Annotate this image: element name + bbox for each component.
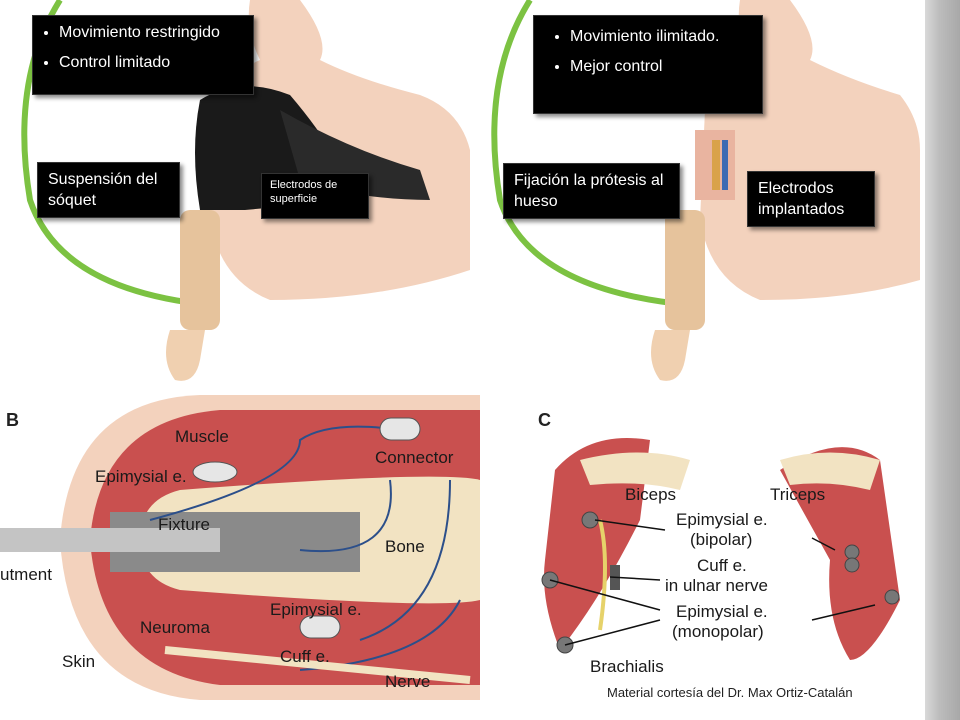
- implant-wire-a: [712, 140, 720, 190]
- panel-b-letter: B: [6, 410, 19, 430]
- label-skin: Skin: [62, 652, 96, 671]
- electrode-dot-4: [844, 544, 860, 560]
- label-connector: Connector: [375, 448, 454, 467]
- label-nerve: Nerve: [385, 672, 431, 691]
- implant-wire-b: [722, 140, 728, 190]
- prosthetic-hand-right: [651, 330, 690, 381]
- label-epimysial-mono-1: Epimysial e.: [676, 602, 768, 621]
- bullet-restricted-movement: Movimiento restringido: [59, 22, 253, 44]
- pointer-arrows: [549, 519, 876, 646]
- connector-electrode-pad: [379, 417, 421, 441]
- label-abutment: utment: [0, 565, 52, 584]
- label-epimysial-top: Epimysial e.: [95, 467, 187, 486]
- label-triceps: Triceps: [770, 485, 826, 504]
- label-epimysial-bipolar-2: (bipolar): [690, 530, 753, 549]
- biceps-muscle: [544, 438, 650, 650]
- label-neuroma: Neuroma: [140, 618, 210, 637]
- panel-c-letter: C: [538, 410, 551, 430]
- label-fixture: Fixture: [158, 515, 210, 534]
- bone-fixation-text: Fijación la prótesis al hueso: [514, 172, 664, 210]
- callout-surface-electrodes: Electrodos de superficie: [261, 173, 369, 219]
- implanted-electrodes-text: Electrodos implantados: [758, 180, 845, 218]
- electrode-wires: [149, 425, 461, 671]
- prosthetic-hand-left: [166, 330, 205, 381]
- right-edge-bar: [925, 0, 960, 720]
- abutment-rod: [0, 528, 220, 552]
- label-epimysial-bipolar-1: Epimysial e.: [676, 510, 768, 529]
- label-bone: Bone: [385, 537, 425, 556]
- label-biceps: Biceps: [625, 485, 677, 504]
- electrode-dot-6: [884, 589, 900, 605]
- bullet-limited-control: Control limitado: [59, 52, 253, 74]
- label-muscle: Muscle: [175, 427, 229, 446]
- epimysial-electrode-top: [192, 461, 238, 483]
- label-brachialis: Brachialis: [590, 657, 664, 676]
- callout-implanted-electrodes: Electrodos implantados: [747, 171, 875, 227]
- panel-c-illustration: [541, 438, 900, 660]
- epimysial-electrode-bottom: [299, 615, 341, 639]
- bullet-better-control: Mejor control: [570, 56, 762, 78]
- socket-suspension-text: Suspensión del sóquet: [48, 171, 158, 209]
- credit-line: Material cortesía del Dr. Max Ortiz-Cata…: [607, 685, 853, 700]
- label-cuff-1: Cuff e.: [697, 556, 747, 575]
- ulnar-nerve: [598, 519, 607, 631]
- panel-b-illustration: [0, 395, 480, 700]
- shoulder-bone-right: [780, 452, 880, 490]
- callout-bone-fixation: Fijación la prótesis al hueso: [503, 163, 680, 219]
- label-epimysial-bottom: Epimysial e.: [270, 600, 362, 619]
- prosthetic-forearm-right: [665, 210, 705, 330]
- callout-right-bullets: Movimiento ilimitado. Mejor control: [533, 15, 763, 114]
- label-cuff: Cuff e.: [280, 647, 330, 666]
- label-cuff-2: in ulnar nerve: [665, 576, 769, 595]
- callout-left-bullets: Movimiento restringido Control limitado: [32, 15, 254, 95]
- callout-socket-suspension: Suspensión del sóquet: [37, 162, 180, 218]
- nerve-path: [164, 646, 471, 684]
- green-arc-right: [491, 0, 691, 308]
- bullet-unlimited-movement: Movimiento ilimitado.: [570, 26, 762, 48]
- shoulder-bone-left: [580, 452, 690, 490]
- prosthetic-forearm-left: [180, 210, 220, 330]
- electrode-dot-5: [844, 557, 860, 573]
- label-epimysial-mono-2: (monopolar): [672, 622, 764, 641]
- surface-electrodes-text: Electrodos de superficie: [270, 179, 338, 205]
